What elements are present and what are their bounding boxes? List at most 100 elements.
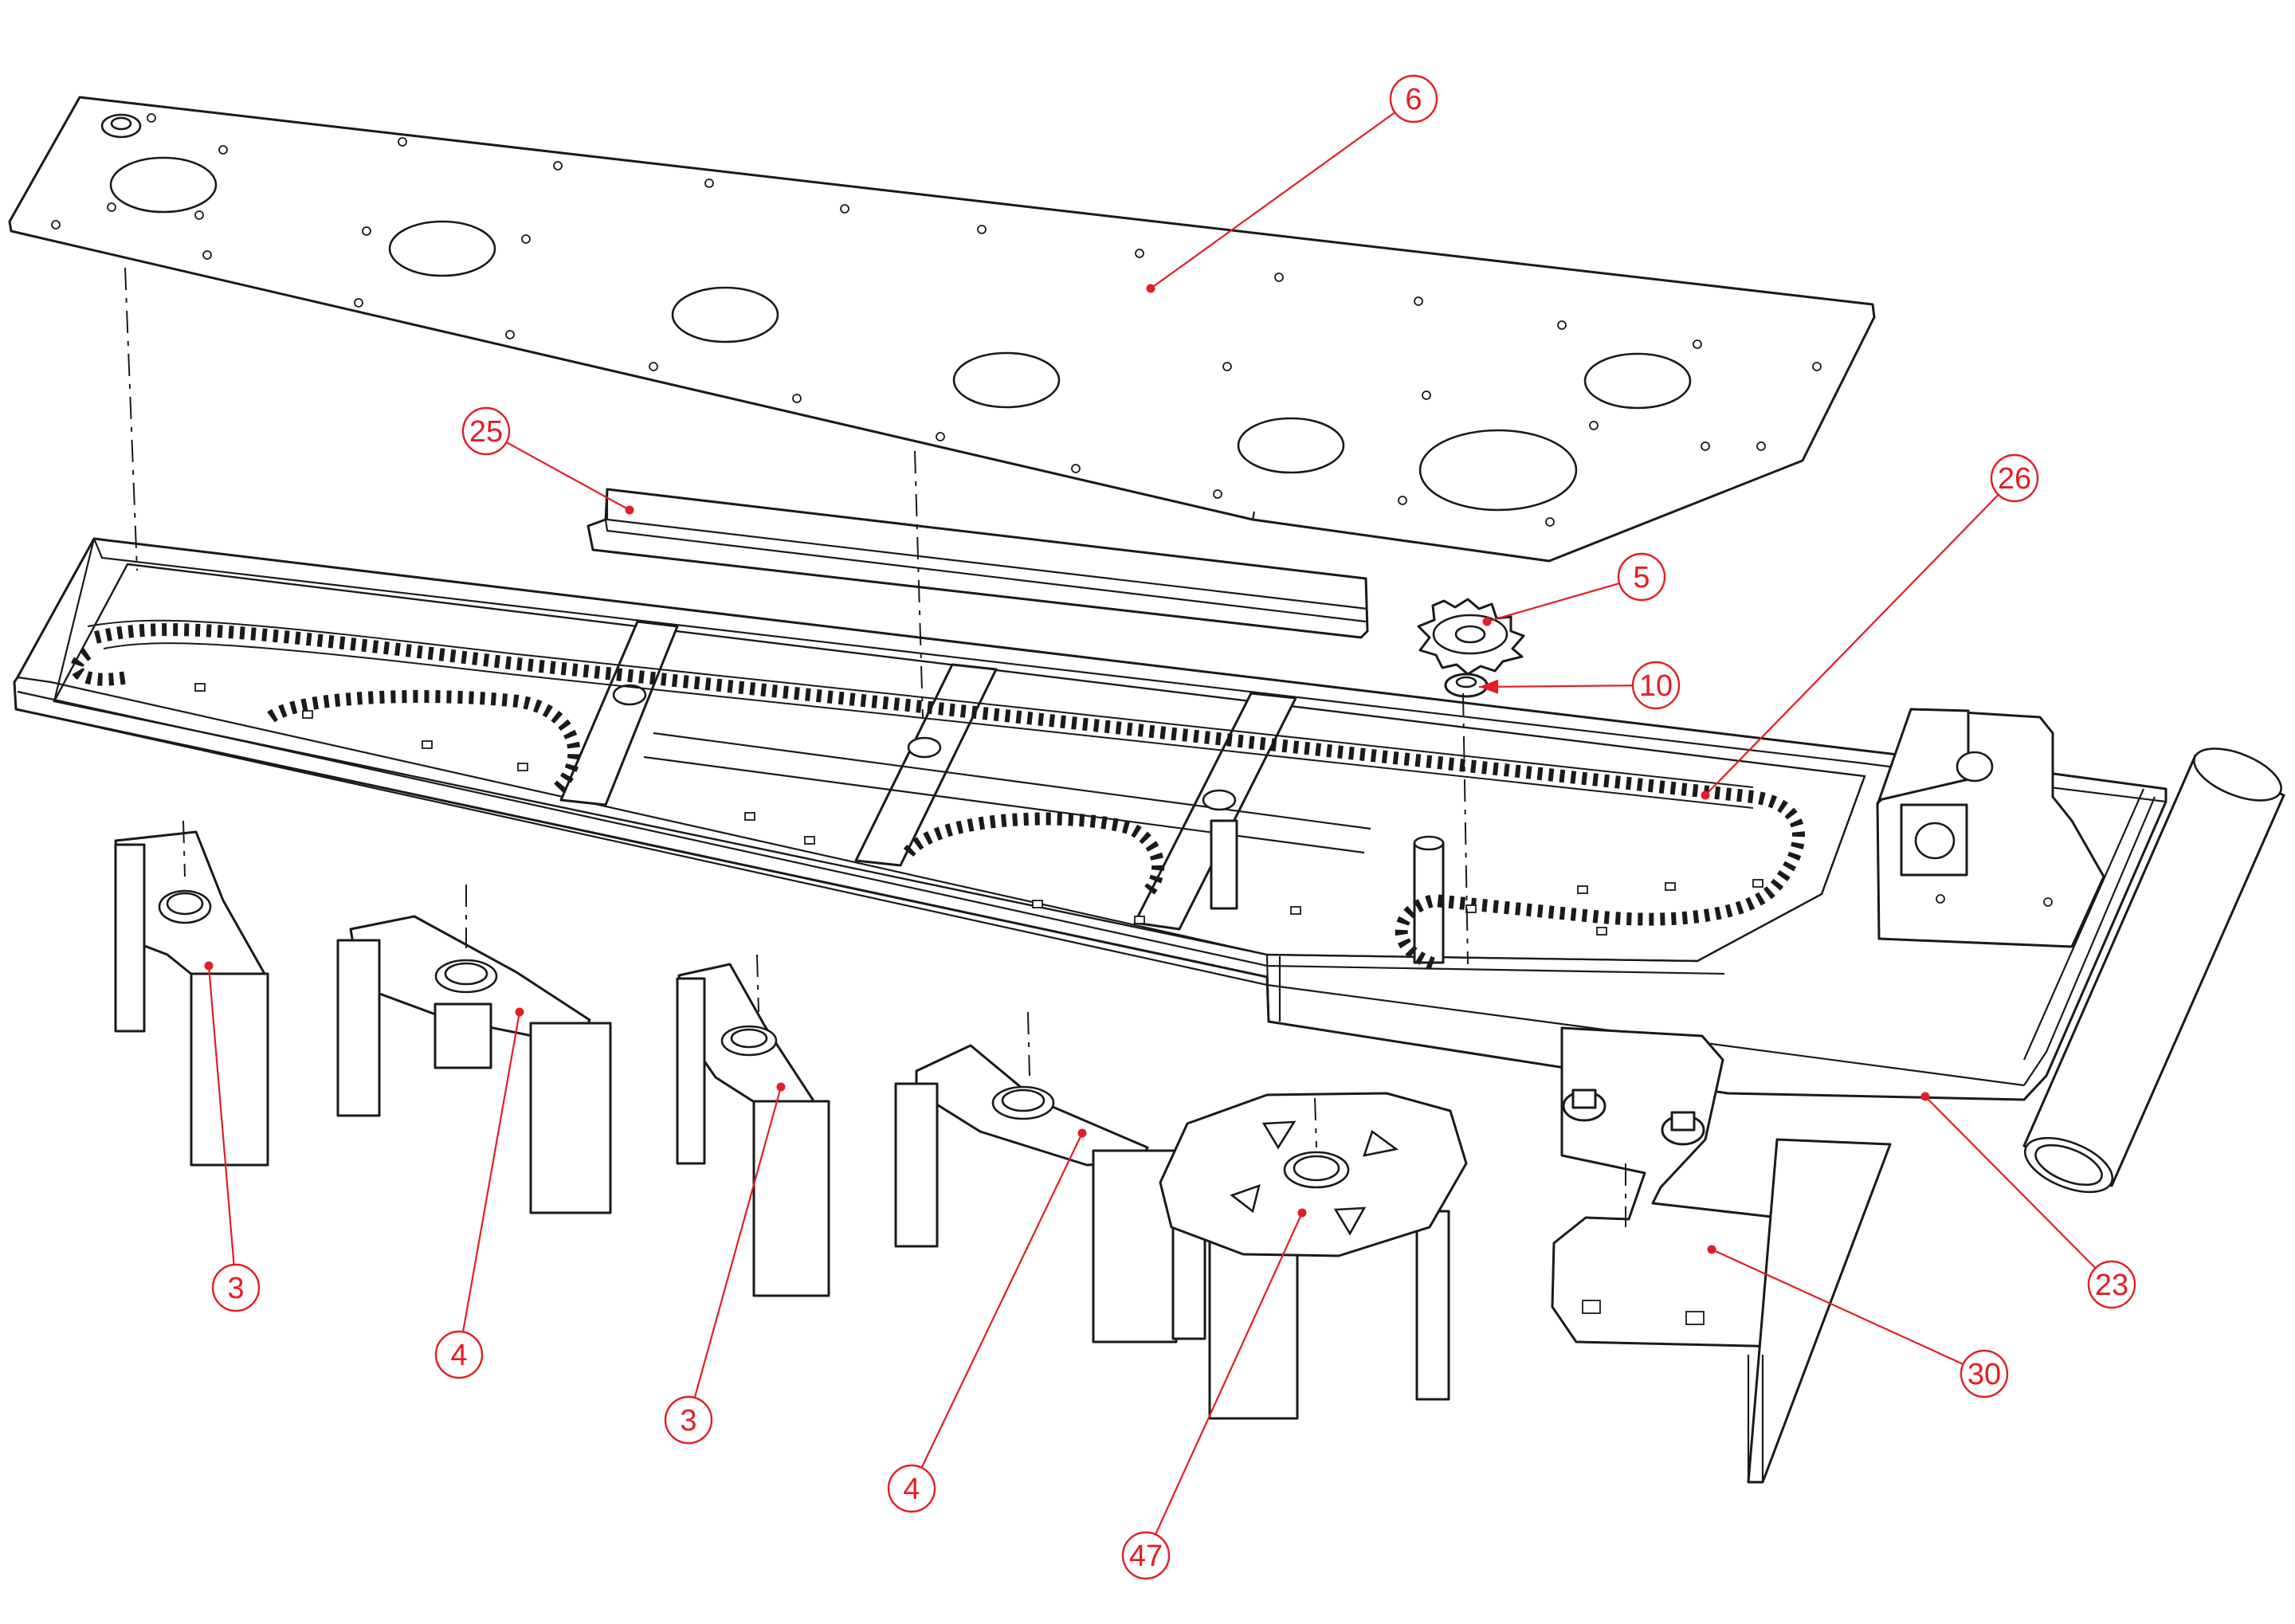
bolt-hole	[1135, 249, 1144, 258]
callout-3: 3	[204, 961, 261, 1312]
floor-cutout	[302, 710, 313, 719]
leader-line	[1924, 1096, 2097, 1269]
bolt-hole	[51, 220, 61, 229]
bolt-hole	[218, 145, 228, 155]
floor-cutout	[1577, 885, 1588, 894]
callout-26: 26	[1701, 453, 2039, 800]
floor-cutout	[804, 836, 815, 845]
callout-bubble	[1631, 661, 1681, 710]
leader-line	[461, 1011, 521, 1332]
rotary-spider-plate	[1159, 1092, 1468, 1420]
callout-6: 6	[1146, 74, 1438, 293]
callout-bubble	[1990, 453, 2039, 503]
callout-bubble	[1121, 1531, 1171, 1580]
bolt-hole	[1422, 390, 1431, 400]
callout-bubble	[664, 1395, 713, 1445]
leader-line	[1155, 1212, 1304, 1536]
bolt-hole	[202, 250, 212, 260]
leader-dot	[1482, 617, 1492, 626]
leader-dot	[1707, 1245, 1716, 1254]
bolt-hole	[792, 394, 802, 403]
bolt-hole	[354, 298, 363, 308]
leader-dot	[1920, 1092, 1930, 1101]
floor-cutout	[422, 740, 433, 749]
bolt-hole	[1693, 339, 1702, 349]
support-bracket-left-2	[336, 915, 612, 1214]
end-roller	[2022, 747, 2285, 1194]
bolt-hole	[1213, 489, 1222, 499]
leader-dot	[204, 961, 214, 971]
callout-bubble	[887, 1464, 936, 1513]
callout-47: 47	[1121, 1208, 1307, 1580]
callout-label: 5	[1633, 561, 1650, 594]
bolt-hole	[147, 113, 156, 123]
leader-line	[505, 441, 630, 511]
callout-23: 23	[1920, 1092, 2136, 1309]
callout-label: 23	[2095, 1269, 2128, 1302]
floor-cutout	[1665, 882, 1676, 891]
callout-label: 30	[1967, 1358, 2001, 1391]
bolt-hole	[1557, 320, 1567, 330]
tensioner-bracket	[1551, 1026, 1892, 1484]
callout-4: 4	[434, 1007, 524, 1379]
floor-cutout	[194, 683, 206, 692]
callout-4: 4	[887, 1128, 1087, 1513]
motor-mount-bracket	[1876, 708, 2105, 948]
floor-cutout	[1290, 906, 1301, 915]
top-cover-plate	[8, 96, 1876, 563]
leader-line	[693, 1086, 783, 1398]
leader-line	[1705, 493, 1999, 796]
callout-layer: 6 25 26 5 10 3 4 3 4 47 23 30	[204, 74, 2136, 1580]
leader-line	[1486, 582, 1620, 623]
callout-label: 3	[680, 1404, 696, 1438]
callout-bubble	[2087, 1260, 2136, 1309]
callout-bubble	[1960, 1349, 2009, 1398]
support-bracket-left-1	[114, 830, 269, 1167]
center-lines	[124, 267, 1626, 1227]
leader-arrowhead	[1479, 679, 1499, 694]
callout-label: 6	[1405, 83, 1422, 116]
leader-dot	[1146, 284, 1155, 293]
callout-label: 4	[450, 1339, 467, 1372]
leader-line	[1478, 685, 1634, 688]
bolt-hole	[107, 202, 116, 212]
callout-label: 26	[1998, 462, 2031, 496]
bolt-hole	[362, 226, 371, 236]
leader-dot	[1701, 790, 1710, 800]
bolt-hole	[1398, 496, 1407, 505]
callout-label: 3	[227, 1272, 244, 1305]
callout-10: 10	[1478, 661, 1681, 710]
bolt-hole	[505, 330, 515, 339]
callout-label: 47	[1129, 1540, 1163, 1573]
bolt-hole	[1545, 517, 1555, 527]
floor-cutout	[517, 763, 528, 771]
callout-bubble	[1389, 74, 1438, 124]
callout-25: 25	[461, 406, 634, 515]
bolt-hole	[1701, 441, 1710, 451]
leader-line	[1711, 1248, 1964, 1365]
bolt-hole	[704, 178, 714, 188]
floor-cutout	[1752, 879, 1763, 888]
bolt-hole	[977, 225, 987, 234]
wear-strip	[586, 488, 1369, 639]
drive-sprocket	[1417, 598, 1525, 676]
callout-5: 5	[1482, 552, 1666, 626]
bolt-hole	[194, 210, 204, 220]
callout-label: 25	[469, 415, 503, 449]
leader-dot	[625, 505, 634, 515]
callout-label: 10	[1639, 669, 1673, 703]
callout-bubble	[1617, 552, 1666, 602]
leader-dot	[1297, 1208, 1307, 1218]
callout-bubble	[461, 406, 511, 456]
callout-30: 30	[1707, 1245, 2009, 1398]
bolt-hole	[398, 137, 407, 147]
floor-cutout	[1032, 900, 1043, 908]
bolt-hole	[1274, 273, 1284, 282]
bolt-hole	[521, 234, 531, 244]
callout-3: 3	[664, 1082, 786, 1445]
bolt-hole	[1222, 362, 1232, 371]
floor-cutout	[1596, 927, 1607, 936]
bolt-hole	[936, 432, 945, 441]
bolt-hole	[1756, 441, 1766, 451]
